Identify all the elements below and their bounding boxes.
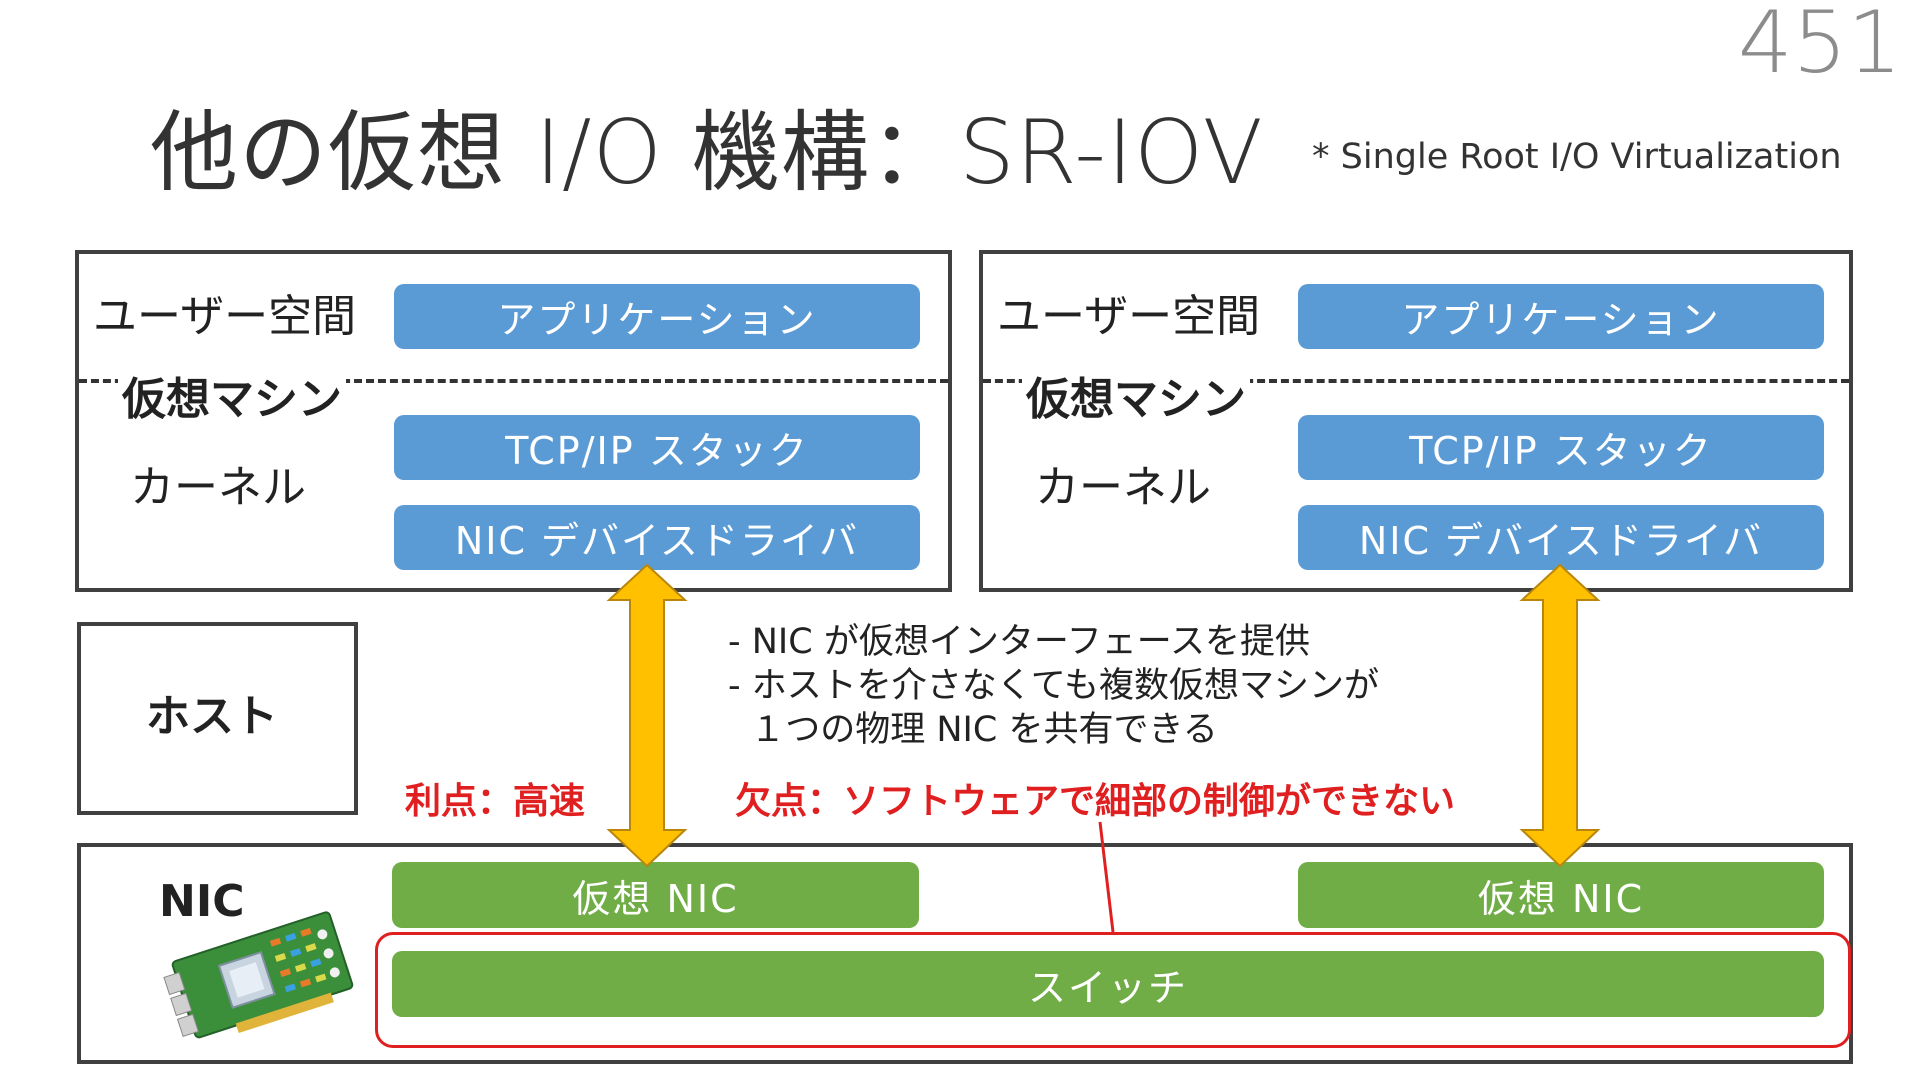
vnic-left-bar: 仮想 NIC xyxy=(392,862,919,928)
double-arrow-icon xyxy=(1519,563,1601,868)
vm-left-vm-label: 仮想マシン xyxy=(118,378,346,422)
vm-right-user-space-label: ユーザー空間 xyxy=(997,291,1261,342)
vm-right-vm-label: 仮想マシン xyxy=(1022,378,1250,422)
vnic-right-bar: 仮想 NIC xyxy=(1298,862,1824,928)
vm-left-driver-bar: NIC デバイスドライバ xyxy=(394,505,920,570)
switch-highlight-box xyxy=(375,932,1851,1048)
vm-left-user-space-label: ユーザー空間 xyxy=(93,291,357,342)
page-number: 451 xyxy=(1737,0,1902,93)
vm-left-app-bar: アプリケーション xyxy=(394,284,920,349)
vm-left-kernel-label: カーネル xyxy=(130,462,306,513)
host-frame xyxy=(77,622,358,815)
double-arrow-icon xyxy=(606,563,688,868)
nic-card-illustration xyxy=(163,911,354,1039)
disadvantage-pointer-line xyxy=(1098,821,1115,933)
vm-left-tcpip-bar: TCP/IP スタック xyxy=(394,415,920,480)
title-footnote: * Single Root I/O Virtualization xyxy=(1312,137,1842,177)
vm-right-kernel-label: カーネル xyxy=(1035,462,1211,513)
nic-label: NIC xyxy=(159,876,245,927)
vm-right-driver-bar: NIC デバイスドライバ xyxy=(1298,505,1824,570)
note-line-3: １つの物理 NIC を共有できる xyxy=(728,710,1218,750)
feature-notes: - NIC が仮想インターフェースを提供 - ホストを介さなくても複数仮想マシン… xyxy=(728,620,1379,752)
switch-bar: スイッチ xyxy=(392,951,1824,1017)
vm-right-app-bar: アプリケーション xyxy=(1298,284,1824,349)
note-line-2: - ホストを介さなくても複数仮想マシンが xyxy=(728,666,1379,706)
vm-left-divider xyxy=(79,379,948,383)
vm-right-tcpip-bar: TCP/IP スタック xyxy=(1298,415,1824,480)
vm-right-divider xyxy=(983,379,1849,383)
disadvantage-text: 欠点：ソフトウェアで細部の制御ができない xyxy=(735,781,1456,822)
advantage-text: 利点：高速 xyxy=(405,781,586,822)
host-label: ホスト xyxy=(146,691,278,742)
note-line-1: - NIC が仮想インターフェースを提供 xyxy=(728,622,1310,662)
slide-title: 他の仮想 I/O 機構：SR-IOV xyxy=(150,101,1264,204)
